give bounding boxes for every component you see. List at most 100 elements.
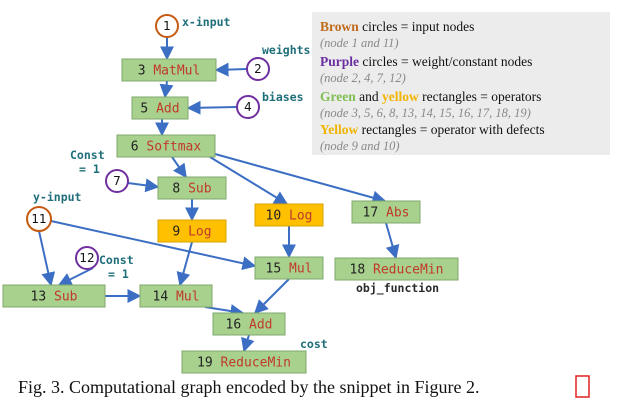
- operator-name-9: Log: [188, 225, 211, 240]
- edge-n14-to-n16: [204, 304, 245, 318]
- input-node-circle-1: [155, 14, 179, 38]
- operator-number-15: 15: [266, 262, 289, 277]
- const-annotation-2-line2: = 1: [108, 267, 129, 281]
- node-5[interactable]: 5 Add: [131, 96, 189, 120]
- node-2[interactable]: 2: [246, 57, 270, 81]
- operator-number-19: 19: [197, 356, 220, 371]
- operator-number-10: 10: [266, 209, 289, 224]
- x-input-annotation: x-input: [182, 15, 231, 29]
- node-4[interactable]: 4: [236, 95, 260, 119]
- weights-annotation: weights: [262, 43, 310, 57]
- node-17[interactable]: 17 Abs: [351, 200, 421, 224]
- operator-number-6: 6: [131, 140, 147, 155]
- legend-row-input: Brown circles = input nodes: [320, 19, 474, 34]
- edge-n3-to-n5: [159, 80, 174, 99]
- legend-row-weight: Purple circles = weight/constant nodes: [320, 54, 532, 69]
- weight-node-circle-7: [105, 169, 129, 193]
- operator-box-19: [181, 350, 307, 374]
- operator-name-15: Mul: [289, 262, 312, 277]
- operator-name-6: Softmax: [146, 140, 201, 155]
- figure-ref-highlight-box: [575, 375, 590, 398]
- legend-defect-sub: (node 9 and 10): [320, 139, 400, 153]
- legend-and-text: and: [356, 89, 382, 104]
- weight-node-circle-4: [236, 95, 260, 119]
- edge-n15-to-n16: [254, 278, 290, 314]
- node-6[interactable]: 6 Softmax: [116, 134, 216, 158]
- obj-function-annotation: obj_function: [356, 281, 439, 296]
- operator-box-17: [351, 200, 421, 224]
- edge-n6-to-n8: [171, 156, 187, 179]
- operator-number-9: 9: [172, 225, 188, 240]
- node-19[interactable]: 19 ReduceMin: [181, 350, 307, 374]
- y-input-annotation: y-input: [33, 190, 82, 204]
- node-11[interactable]: 11: [26, 206, 52, 232]
- edge-n16-to-n19: [241, 334, 255, 353]
- biases-annotation: biases: [262, 90, 304, 104]
- node-12[interactable]: 12: [75, 246, 99, 270]
- annotations: x-input weights biases Const = 1 y-input…: [33, 15, 439, 351]
- edge-n6-to-n10: [209, 156, 289, 205]
- operator-name-13: Sub: [54, 290, 78, 305]
- const-annotation-1-line1: Const: [70, 148, 105, 162]
- operator-box-6: [116, 134, 216, 158]
- edge-n6-to-n17: [214, 153, 387, 205]
- operator-box-5: [131, 96, 189, 120]
- legend-brown-key: Brown: [320, 19, 359, 34]
- legend-operator-text: rectangles = operators: [419, 89, 542, 104]
- legend-input-sub: (node 1 and 11): [320, 36, 399, 50]
- operator-number-13: 13: [31, 290, 54, 305]
- operator-label-6: 6 Softmax: [131, 140, 202, 155]
- node-16[interactable]: 16 Add: [212, 312, 286, 336]
- legend-background: [312, 12, 610, 155]
- operator-label-15: 15 Mul: [266, 262, 313, 277]
- operator-box-8: [157, 176, 227, 200]
- node-18[interactable]: 18 ReduceMin: [334, 257, 459, 281]
- const-annotation-2-line1: Const: [99, 253, 134, 267]
- operator-name-17: Abs: [386, 206, 409, 221]
- operator-box-3: [121, 58, 217, 82]
- node-10[interactable]: 10 Log: [254, 203, 324, 227]
- legend-defect-text: rectangles = operator with defects: [358, 122, 544, 137]
- legend-row-defect: Yellow rectangles = operator with defect…: [320, 122, 545, 137]
- legend-weight-text: circles = weight/constant nodes: [359, 54, 532, 69]
- node-number-2: 2: [254, 62, 262, 76]
- node-number-1: 1: [163, 19, 171, 33]
- caption-figure-ref[interactable]: 2: [466, 377, 475, 397]
- node-15[interactable]: 15 Mul: [254, 256, 324, 280]
- operator-number-14: 14: [153, 290, 176, 305]
- const-annotation-1-line2: = 1: [79, 162, 100, 176]
- operator-number-17: 17: [363, 206, 386, 221]
- node-3[interactable]: 3 MatMul: [121, 58, 217, 82]
- operator-box-14: [139, 284, 213, 308]
- legend-weight-sub: (node 2, 4, 7, 12): [320, 71, 406, 85]
- weight-node-circle-2: [246, 57, 270, 81]
- operator-number-5: 5: [140, 102, 156, 117]
- operator-name-16: Add: [249, 318, 272, 333]
- legend-yellow-key: yellow: [382, 89, 419, 104]
- edge-n17-to-n18: [385, 222, 400, 260]
- operator-name-5: Add: [156, 102, 179, 117]
- operator-name-14: Mul: [176, 290, 199, 305]
- edge-n2-to-n3: [214, 62, 248, 77]
- weight-node-circle-12: [75, 246, 99, 270]
- node-1[interactable]: 1: [155, 14, 179, 38]
- operator-label-10: 10 Log: [266, 209, 313, 224]
- operator-label-8: 8 Sub: [172, 182, 211, 197]
- node-7[interactable]: 7: [105, 169, 129, 193]
- legend-green-key: Green: [320, 89, 356, 104]
- edge-n11-to-n15: [50, 220, 257, 271]
- operator-box-15: [254, 256, 324, 280]
- cost-annotation: cost: [300, 337, 328, 351]
- node-8[interactable]: 8 Sub: [157, 176, 227, 200]
- node-14[interactable]: 14 Mul: [139, 284, 213, 308]
- operator-name-19: ReduceMin: [221, 356, 291, 371]
- node-13[interactable]: 13 Sub: [2, 284, 106, 308]
- operator-number-18: 18: [350, 263, 373, 278]
- node-number-7: 7: [113, 174, 121, 188]
- operator-number-8: 8: [172, 182, 188, 197]
- edge-n11-to-n13: [38, 230, 56, 287]
- node-9[interactable]: 9 Log: [157, 219, 227, 243]
- edge-n7-to-n8: [127, 178, 160, 193]
